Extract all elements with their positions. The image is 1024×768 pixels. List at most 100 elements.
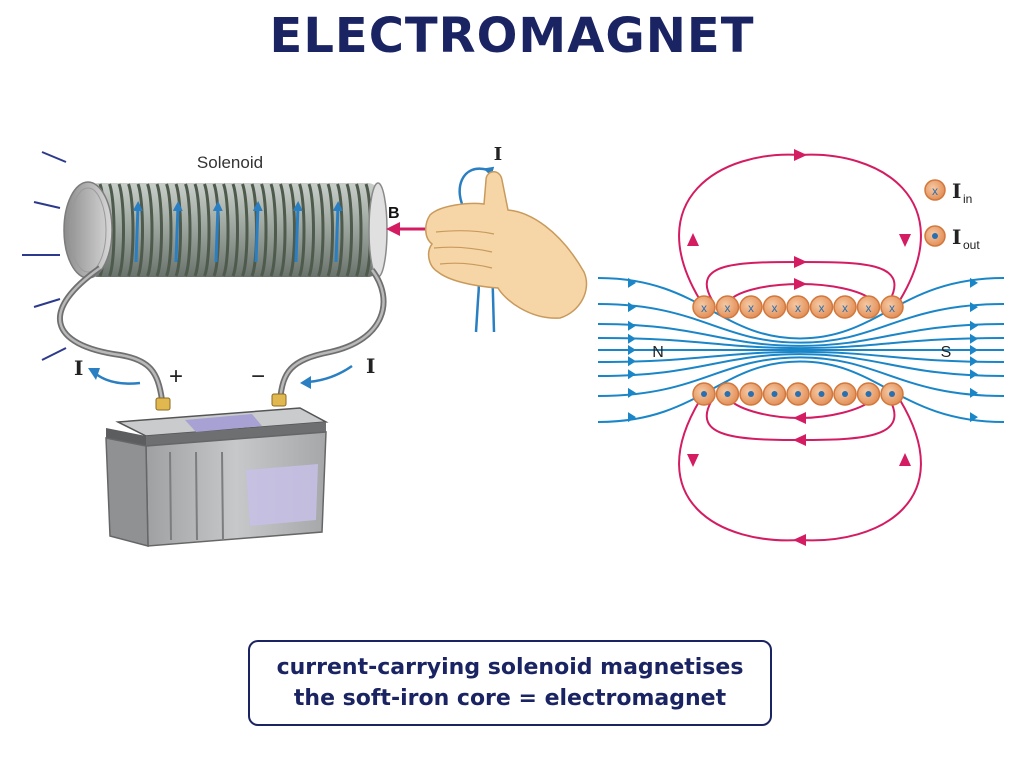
coil-turn (345, 183, 353, 277)
coil-turn (136, 183, 144, 277)
field-b-label: B (388, 205, 400, 222)
north-pole-label: N (652, 344, 664, 361)
wire-in-marker: x (819, 301, 825, 315)
wire-in-marker: x (866, 301, 872, 315)
wire-in-marker: x (889, 301, 895, 315)
legend: x I in I out (924, 179, 980, 252)
coil-turn (231, 183, 239, 277)
field-direction-arrow (386, 222, 430, 236)
field-arrowhead (970, 277, 978, 288)
coil-turn (279, 183, 287, 277)
wire-out-dot (865, 391, 872, 397)
battery (105, 393, 329, 547)
coil-turn (184, 183, 192, 277)
field-arrowhead (793, 434, 806, 446)
legend-in-marker: x (932, 184, 938, 198)
coil-current-arrow (172, 201, 183, 263)
wire-in (786, 295, 810, 319)
coil-turn (155, 183, 163, 277)
legend-in-subscript: in (963, 192, 972, 206)
field-line (597, 337, 1005, 350)
field-arrowhead (628, 277, 636, 288)
coil-turn (203, 183, 211, 277)
coil-turn (336, 183, 344, 277)
wire-out-dot (748, 391, 754, 397)
field-arrowhead (793, 412, 806, 424)
field-arrowhead (628, 320, 636, 331)
field-arrowhead (794, 256, 807, 268)
wire-out-dot (771, 391, 778, 397)
field-arrowhead (970, 412, 978, 423)
field-line (597, 360, 1005, 423)
hand-current-label: I (494, 144, 502, 165)
circuit-wires (57, 265, 387, 401)
field-arrowhead (628, 333, 636, 344)
wire-in (762, 295, 787, 319)
coil-turn (117, 183, 125, 277)
south-pole-label: S (941, 344, 952, 361)
field-arrowhead (970, 333, 978, 344)
wire-in (739, 295, 763, 319)
field-arrowhead (628, 369, 636, 380)
coil-turn (355, 183, 363, 277)
legend-out-subscript: out (963, 238, 980, 252)
positive-terminal-label: + (169, 363, 183, 390)
wire-in (880, 295, 904, 319)
coil-turn (108, 183, 116, 277)
caption-box: current-carrying solenoid magnetises the… (248, 640, 772, 726)
wire-out-dot (889, 391, 895, 397)
caption-line-1: current-carrying solenoid magnetises (276, 655, 744, 680)
field-arrowhead (628, 412, 636, 423)
field-arrowhead (687, 233, 699, 246)
field-arrowhead (794, 149, 807, 161)
wire-in-marker: x (725, 301, 731, 315)
current-label-right: I (366, 354, 375, 378)
wire-out-dot (795, 391, 801, 397)
coil-current-arrow (132, 201, 143, 263)
field-arrowhead (970, 369, 978, 380)
battery-rib (221, 451, 224, 541)
field-lines-outside (678, 149, 922, 546)
coil-turn (222, 183, 230, 277)
wire-out-dot (701, 391, 707, 397)
wire-in (692, 295, 716, 319)
coil-current-arrow (252, 201, 263, 263)
field-line (597, 356, 1005, 397)
coil-current-arrow (212, 201, 223, 263)
legend-in-symbol: I (952, 179, 961, 203)
coil-turn (260, 183, 268, 277)
field-arrowhead (628, 356, 636, 367)
wire-in-marker: x (842, 301, 848, 315)
wire-out-dot (724, 391, 731, 397)
coil-turn (241, 183, 249, 277)
coil-current-arrow (332, 201, 343, 263)
coil-turn (317, 183, 325, 277)
wires-current-out (692, 382, 904, 406)
page-title: ELECTROMAGNET (269, 8, 755, 64)
field-arrowhead (687, 454, 699, 467)
battery-rib (169, 451, 172, 541)
field-arrowhead (970, 356, 978, 367)
field-arrowhead (970, 302, 978, 313)
battery-rib (195, 451, 198, 541)
legend-current-in: x I in (924, 179, 972, 206)
coil-turn (307, 183, 315, 277)
field-arrowhead (899, 234, 911, 247)
wire-out-dot (842, 391, 848, 397)
solenoid-coil (63, 181, 388, 279)
field-arrowhead (899, 453, 911, 466)
field-arrowhead (970, 387, 978, 398)
current-direction-arrows (88, 364, 353, 389)
field-ticks (22, 151, 67, 361)
hand-icon (425, 171, 588, 319)
field-loop (705, 261, 896, 301)
wire-in (856, 295, 881, 319)
coil-turn (127, 183, 135, 277)
legend-out-symbol: I (952, 225, 961, 249)
coil-turn (146, 183, 154, 277)
coil-turn (174, 183, 182, 277)
coil-turn (288, 183, 296, 277)
